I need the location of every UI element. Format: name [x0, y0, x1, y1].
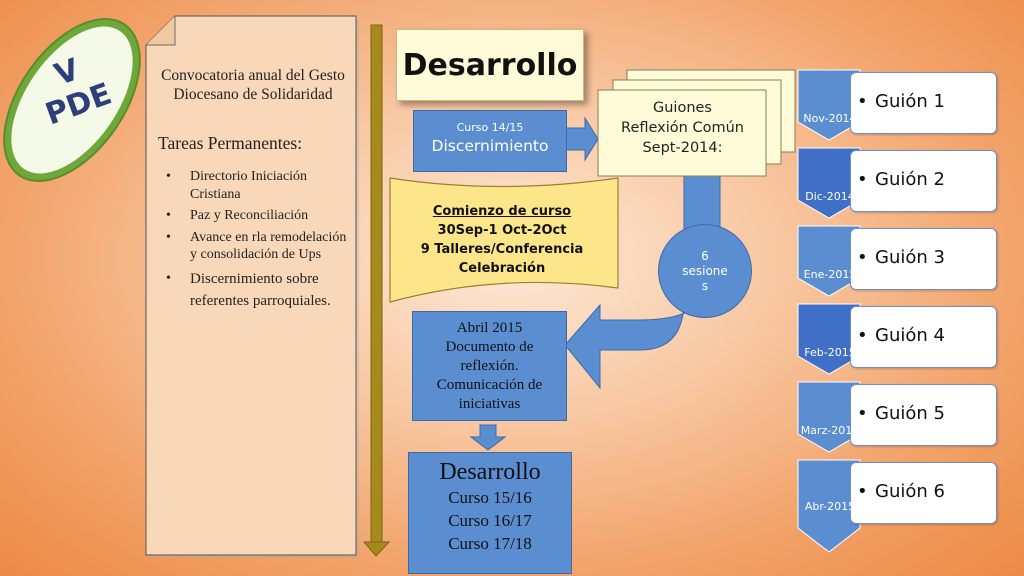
list-item: Avance en rla remodelación y consolidaci… [158, 229, 348, 264]
abril-line: Comunicación de [436, 376, 543, 393]
arrow-right [565, 116, 599, 162]
sesiones-circle: 6 sesione s [658, 224, 752, 318]
curso-box: Curso 14/15 Discernimiento [413, 110, 567, 172]
abril-line: reflexión. [460, 357, 519, 374]
guiones-cards [597, 69, 796, 177]
abril-line: iniciativas [458, 395, 521, 412]
month-label: Feb-2015 [804, 346, 856, 359]
guion-label: Guión 6 [857, 481, 945, 502]
curso-item: Curso 16/17 [448, 511, 532, 530]
guion-label: Guión 5 [857, 403, 945, 424]
guion-label: Guión 2 [857, 169, 945, 190]
guion-box: Guión 5 [850, 384, 997, 446]
curso-item: Curso 17/18 [448, 534, 532, 553]
vertical-arrow [362, 24, 391, 557]
guion-box: Guión 6 [850, 462, 997, 524]
month-label: Abr-2015 [804, 500, 856, 513]
guion-label: Guión 1 [857, 91, 945, 112]
left-panel-subtitle: Tareas Permanentes: [158, 133, 303, 153]
list-item: Discernimiento sobre referentes parroqui… [158, 268, 348, 312]
abril-line: Documento de [445, 338, 534, 355]
list-item: Directorio Iniciación Cristiana [158, 168, 348, 203]
guion-box: Guión 3 [850, 228, 997, 290]
left-panel-title: Convocatoria anual del Gesto Diocesano d… [161, 67, 345, 103]
month-label: Dic-2014 [805, 190, 855, 203]
sesiones-line: 6 [701, 248, 709, 263]
comienzo-text: Comienzo de curso 30Sep-1 Oct-2Oct 9 Tal… [400, 202, 604, 278]
sesiones-line: sesione [682, 263, 728, 278]
curso-item: Curso 15/16 [448, 488, 532, 507]
comienzo-title: Comienzo de curso [432, 204, 572, 219]
guion-box: Guión 1 [850, 72, 997, 134]
curso-label: Discernimiento [431, 137, 549, 155]
month-label: Ene-2015 [803, 268, 857, 281]
guion-label: Guión 4 [857, 325, 945, 346]
main-title: Desarrollo [396, 29, 584, 101]
month-label: Marz-2015 [800, 424, 860, 437]
left-panel: Convocatoria anual del Gesto Diocesano d… [158, 66, 348, 316]
sesiones-line: s [701, 278, 709, 293]
guiones-line: Reflexión Común [621, 120, 744, 136]
abril-box: Abril 2015 Documento de reflexión. Comun… [412, 311, 567, 421]
arrow-down [469, 424, 507, 451]
comienzo-shape [389, 177, 619, 303]
badge-shape [3, 17, 141, 183]
guion-label: Guión 3 [857, 247, 945, 268]
desarrollo-box: Desarrollo Curso 15/16 Curso 16/17 Curso… [408, 452, 572, 574]
month-label: Nov-2014 [803, 112, 857, 125]
guiones-line: Sept-2014: [642, 140, 723, 156]
comienzo-line: Celebración [458, 261, 546, 276]
list-item: Paz y Reconciliación [158, 207, 348, 225]
comienzo-line: 30Sep-1 Oct-2Oct [437, 223, 567, 238]
timeline-chevrons [797, 69, 861, 553]
guion-box: Guión 2 [850, 150, 997, 212]
guion-box: Guión 4 [850, 306, 997, 368]
curso-small: Curso 14/15 [456, 121, 524, 134]
abril-line: Abril 2015 [456, 319, 523, 336]
desarrollo-title: Desarrollo [439, 459, 541, 485]
guiones-text: Guiones Reflexión Común Sept-2014: [600, 98, 765, 158]
comienzo-line: 9 Talleres/Conferencia [420, 242, 584, 257]
guiones-line: Guiones [653, 100, 712, 116]
tasks-list: Directorio Iniciación Cristiana Paz y Re… [158, 168, 348, 312]
